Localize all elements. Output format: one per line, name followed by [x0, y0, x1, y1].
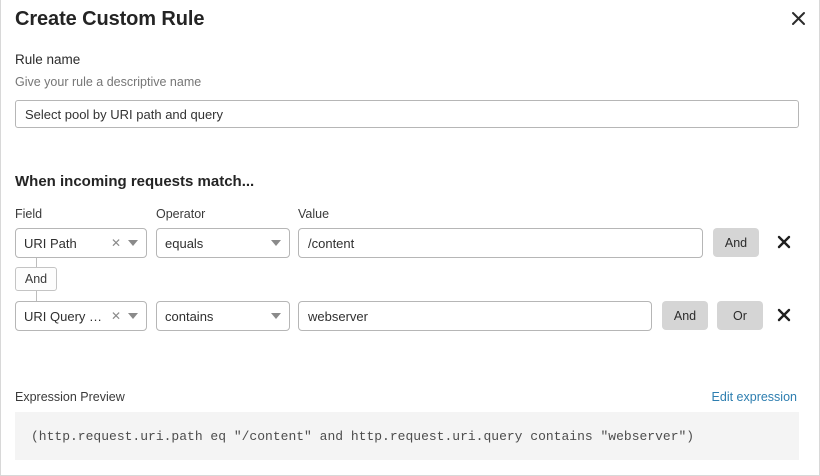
chevron-down-icon[interactable] — [128, 240, 138, 246]
field-select-1[interactable]: URI Path ✕ — [15, 228, 147, 258]
value-input-2[interactable] — [298, 301, 652, 331]
connector-line-bottom — [36, 291, 37, 301]
value-input-1[interactable] — [298, 228, 703, 258]
edit-expression-link[interactable]: Edit expression — [711, 390, 797, 404]
column-header-field: Field — [15, 207, 43, 221]
close-icon[interactable] — [786, 6, 810, 30]
chevron-down-icon[interactable] — [271, 313, 281, 319]
clear-icon[interactable]: ✕ — [110, 309, 121, 323]
operator-select-2-value: contains — [165, 308, 214, 324]
rule-name-description: Give your rule a descriptive name — [15, 75, 202, 89]
or-button-2[interactable]: Or — [717, 301, 763, 330]
match-section-heading: When incoming requests match... — [15, 173, 255, 190]
clear-icon[interactable]: ✕ — [110, 236, 121, 250]
chevron-down-icon[interactable] — [271, 240, 281, 246]
rule-name-label: Rule name — [15, 52, 81, 67]
and-button-1[interactable]: And — [713, 228, 759, 257]
delete-row-icon[interactable] — [773, 231, 795, 253]
rule-name-input[interactable] — [15, 100, 799, 128]
operator-select-1[interactable]: equals — [156, 228, 290, 258]
field-select-1-value: URI Path — [24, 235, 77, 251]
condition-row: URI Query St... ✕ contains And Or — [1, 301, 819, 331]
connector-and-badge[interactable]: And — [15, 267, 57, 291]
expression-preview-box: (http.request.uri.path eq "/content" and… — [15, 412, 799, 460]
operator-select-1-value: equals — [165, 235, 204, 251]
field-select-2-value: URI Query St... — [24, 308, 107, 324]
expression-preview-label: Expression Preview — [15, 390, 125, 404]
column-header-value: Value — [298, 207, 330, 221]
and-button-2[interactable]: And — [662, 301, 708, 330]
delete-row-icon[interactable] — [773, 304, 795, 326]
operator-select-2[interactable]: contains — [156, 301, 290, 331]
dialog-title: Create Custom Rule — [15, 8, 205, 30]
condition-row: URI Path ✕ equals And — [1, 228, 819, 258]
field-select-2[interactable]: URI Query St... ✕ — [15, 301, 147, 331]
connector-line-top — [36, 258, 37, 267]
chevron-down-icon[interactable] — [128, 313, 138, 319]
column-header-operator: Operator — [156, 207, 206, 221]
expression-preview-code: (http.request.uri.path eq "/content" and… — [31, 428, 695, 444]
